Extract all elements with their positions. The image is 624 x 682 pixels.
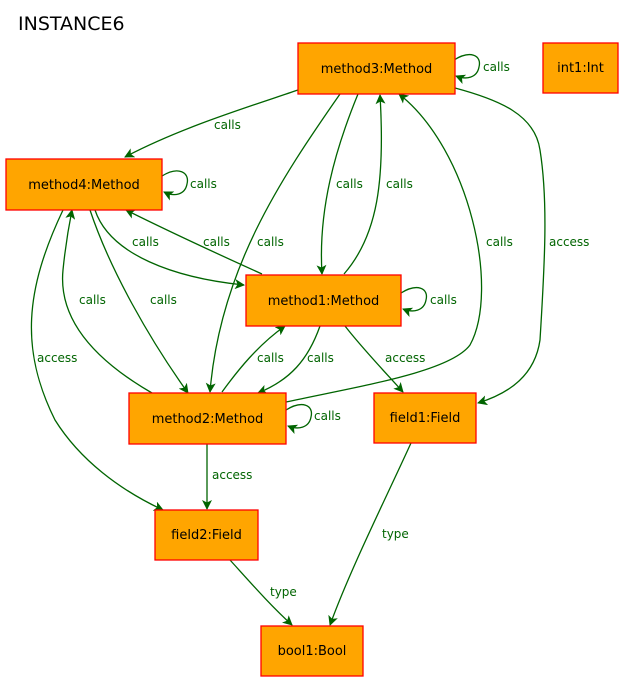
edge-method4-method4: calls	[161, 170, 217, 201]
node-method2[interactable]: method2:Method	[128, 392, 287, 445]
edge-label: calls	[203, 235, 230, 249]
edge-method2-method1: calls	[221, 325, 286, 393]
node-label: field1:Field	[390, 411, 461, 426]
edge-label: access	[385, 351, 425, 365]
edge-method1-method1: calls	[400, 287, 457, 317]
edge-method4-field2: access	[30, 209, 164, 511]
edge-label: calls	[257, 235, 284, 249]
node-label: method1:Method	[268, 294, 380, 309]
edge-label: calls	[132, 235, 159, 249]
edge-label: calls	[336, 177, 363, 191]
edges: calls calls calls calls calls calls	[30, 54, 589, 626]
node-label: method4:Method	[28, 178, 140, 193]
edge-label: calls	[314, 409, 341, 423]
nodes: method3:Method int1:Int method4:Method m…	[5, 42, 619, 677]
node-label: method2:Method	[152, 412, 264, 427]
edge-method2-method4: calls	[61, 209, 153, 394]
edge-label: type	[270, 585, 297, 599]
edge-label: calls	[257, 351, 284, 365]
edge-label: calls	[214, 118, 241, 132]
edge-field2-bool1: type	[229, 559, 297, 626]
edge-field1-bool1: type	[328, 442, 412, 626]
edge-label: calls	[150, 293, 177, 307]
node-label: field2:Field	[171, 528, 242, 543]
edge-label: access	[549, 235, 589, 249]
node-field1[interactable]: field1:Field	[373, 392, 477, 444]
node-int1[interactable]: int1:Int	[542, 42, 619, 94]
edge-method1-method2: calls	[257, 325, 334, 395]
diagram-title: INSTANCE6	[18, 13, 125, 35]
node-field2[interactable]: field2:Field	[154, 509, 259, 561]
node-label: bool1:Bool	[278, 644, 347, 659]
edge-method3-method2: calls	[205, 93, 341, 393]
node-label: int1:Int	[557, 61, 604, 76]
edge-label: calls	[386, 177, 413, 191]
edge-label: calls	[190, 177, 217, 191]
node-method3[interactable]: method3:Method	[297, 42, 456, 95]
edge-method3-method4: calls	[124, 89, 299, 158]
edge-method3-method1: calls	[316, 93, 363, 275]
edge-method1-method3: calls	[343, 94, 413, 275]
edge-label: type	[382, 527, 409, 541]
edge-label: access	[37, 351, 77, 365]
edge-label: access	[212, 468, 252, 482]
edge-method1-field1: access	[344, 325, 425, 393]
node-bool1[interactable]: bool1:Bool	[260, 625, 364, 677]
edge-label: calls	[307, 351, 334, 365]
edge-method1-method4: calls	[125, 209, 263, 275]
edge-method2-field2: access	[202, 444, 252, 510]
edge-method3-field1: access	[454, 87, 589, 406]
edge-method2-method2: calls	[285, 404, 341, 434]
edge-label: calls	[483, 60, 510, 74]
edge-method3-method3: calls	[453, 54, 510, 84]
edge-method2-method3: calls	[285, 93, 513, 403]
edge-method4-method2: calls	[89, 209, 189, 394]
node-method4[interactable]: method4:Method	[5, 158, 163, 211]
node-label: method3:Method	[321, 62, 433, 77]
edge-method4-method1: calls	[94, 209, 245, 290]
edge-label: calls	[486, 235, 513, 249]
edge-label: calls	[79, 293, 106, 307]
edge-label: calls	[430, 293, 457, 307]
node-method1[interactable]: method1:Method	[245, 274, 402, 327]
